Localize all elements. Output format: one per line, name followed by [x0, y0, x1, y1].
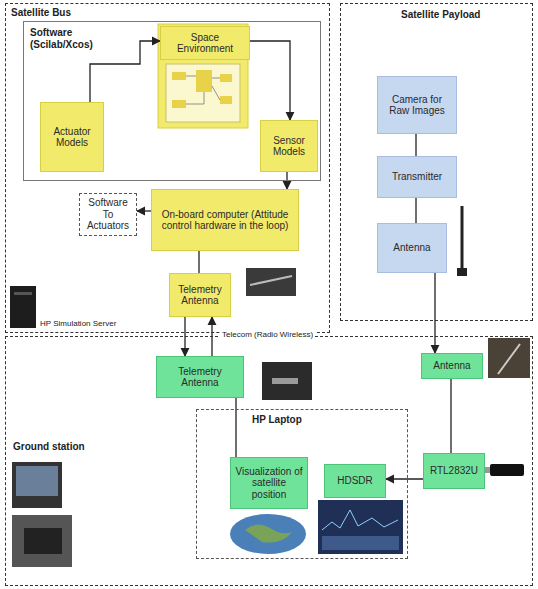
satellite-bus-region: Satellite BusSoftware (Scilab/Xcos) Space…	[5, 3, 330, 333]
box-label: Camera for Raw Images	[381, 94, 453, 117]
software-box: Software (Scilab/Xcos) Space EnvironmentA…	[23, 21, 321, 181]
server-photo	[10, 286, 36, 328]
block	[196, 70, 212, 92]
hdsdr-screenshot	[318, 500, 403, 554]
process-box: On-board computer (Attitude control hard…	[151, 189, 299, 251]
antenna-base	[457, 268, 467, 276]
antenna-box: Antenna	[421, 353, 483, 379]
connector	[450, 379, 451, 453]
region-heading: HP Laptop	[252, 414, 332, 426]
antenna-photo-detail	[498, 344, 520, 374]
obc-photo-detail	[250, 276, 292, 285]
box-label: Software To Actuators	[83, 197, 133, 232]
connector	[235, 398, 236, 457]
simulink-picture	[166, 64, 240, 122]
box-label: Space Environment	[164, 32, 246, 55]
connector	[198, 251, 199, 273]
earth-picture	[230, 514, 306, 554]
pc-photo	[12, 462, 62, 508]
telemetry-photo-detail	[272, 378, 298, 384]
connector	[90, 41, 160, 102]
connector	[415, 198, 416, 223]
process-box: Transmitter	[377, 156, 457, 198]
laptop-region: HP LaptopVisualization of satellite posi…	[196, 409, 408, 559]
box-label: HDSDR	[328, 475, 382, 487]
process-box: Actuator Models	[40, 102, 104, 172]
block	[220, 96, 232, 104]
connector	[386, 478, 423, 479]
process-box: HDSDR	[324, 464, 386, 498]
connector	[415, 134, 416, 156]
hdsdr-waterfall	[322, 536, 399, 550]
block-wires	[186, 76, 220, 104]
box-label: Sensor Models	[264, 135, 314, 158]
region-heading: Software (Scilab/Xcos)	[30, 27, 118, 50]
software-box: Software To Actuators	[79, 193, 137, 236]
box-label: Actuator Models	[44, 126, 100, 149]
antenna-photo	[488, 338, 530, 378]
box-label: Antenna	[425, 360, 479, 372]
process-box: Sensor Models	[260, 120, 318, 172]
box-label: Antenna	[381, 242, 443, 254]
box-label: Visualization of satellite position	[234, 466, 304, 501]
connector	[250, 41, 290, 120]
process-box: Visualization of satellite position	[230, 457, 308, 509]
process-box: RTL2832U	[423, 453, 485, 489]
laptop-photo	[24, 528, 62, 554]
box-label: Telemetry Antenna	[173, 284, 227, 307]
region-heading: Satellite Bus	[11, 7, 131, 19]
box-label: Telemetry Antenna	[160, 366, 240, 389]
hdsdr-spectrum	[322, 510, 398, 530]
box-label: Transmitter	[381, 171, 453, 183]
process-box: Camera for Raw Images	[377, 76, 457, 134]
pc-screen	[16, 466, 58, 496]
block	[172, 72, 186, 80]
whip-antenna	[461, 206, 464, 272]
antenna-box: Antenna	[377, 223, 447, 273]
caption-label: Telecom (Radio Wireless)	[220, 330, 315, 339]
antenna-box: Telemetry Antenna	[169, 273, 231, 317]
ground-station-region: Ground station Telemetry Antenna HP Laptop…	[5, 336, 533, 586]
connector	[434, 273, 435, 353]
desk-photo	[12, 515, 72, 567]
connector	[137, 210, 151, 211]
server-light	[14, 292, 32, 295]
rtl-dongle	[490, 464, 524, 476]
payload-region: Satellite PayloadCamera for Raw ImagesTr…	[340, 3, 533, 321]
block	[220, 74, 232, 82]
region-heading: Satellite Payload	[401, 9, 521, 21]
earth-land	[245, 524, 292, 542]
obc-photo	[246, 268, 296, 296]
process-box: Space Environment	[160, 26, 250, 60]
block	[172, 100, 186, 108]
box-label: RTL2832U	[427, 465, 481, 477]
telemetry-photo	[262, 362, 312, 400]
caption-label: HP Simulation Server	[38, 319, 118, 328]
box-label: On-board computer (Attitude control hard…	[155, 209, 295, 232]
region-heading: Ground station	[13, 441, 93, 453]
antenna-box: Telemetry Antenna	[156, 356, 244, 398]
